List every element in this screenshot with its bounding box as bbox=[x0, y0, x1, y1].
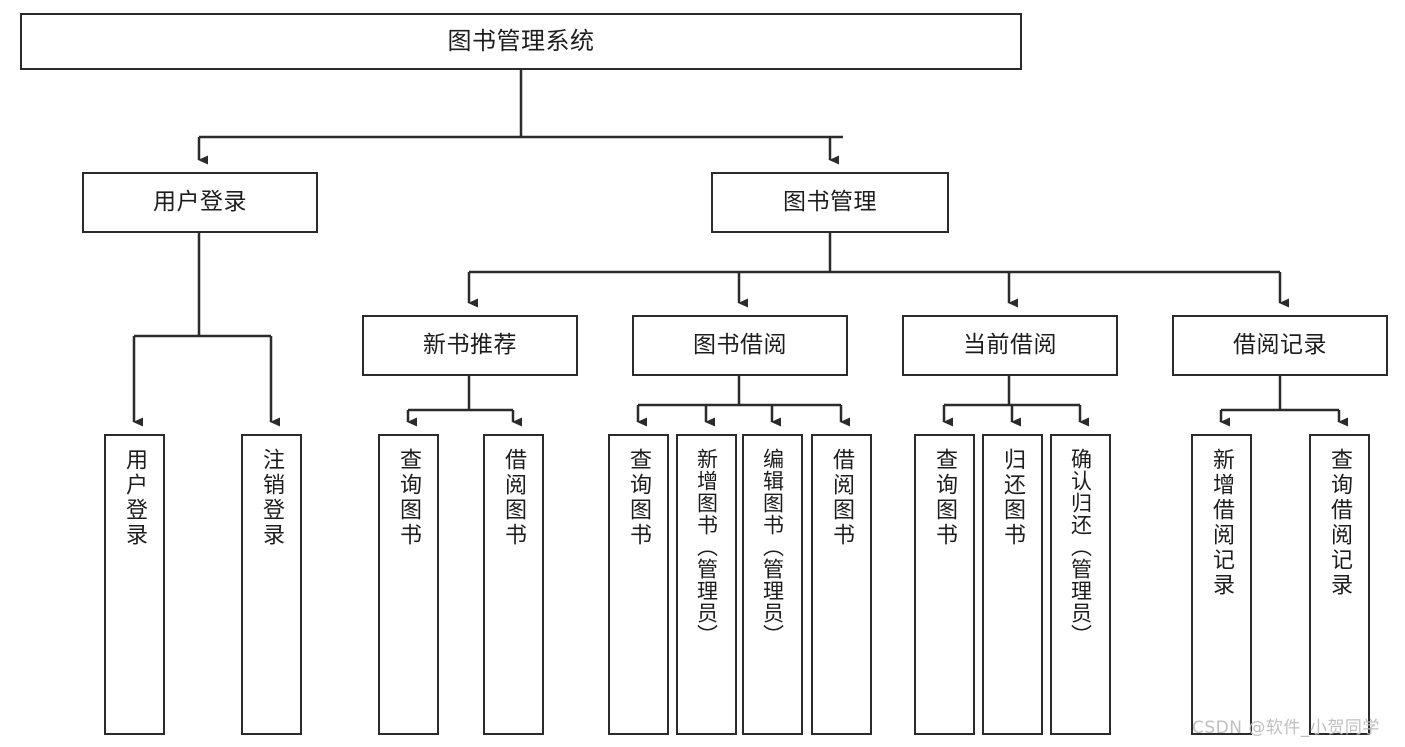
node-new-book-recommend[interactable]: 新书推荐 bbox=[362, 315, 578, 376]
node-book-borrow[interactable]: 图书借阅 bbox=[632, 315, 848, 376]
leaf-new-book-borrow[interactable]: 借阅图书 bbox=[483, 434, 544, 735]
node-label: 用户登录 bbox=[122, 448, 148, 548]
node-label: 借阅图书 bbox=[829, 448, 855, 548]
leaf-book-borrow-borrow[interactable]: 借阅图书 bbox=[811, 434, 872, 735]
node-label: 当前借阅 bbox=[963, 331, 1057, 358]
node-label: 新书推荐 bbox=[423, 331, 517, 358]
leaf-user-login-login[interactable]: 用户登录 bbox=[104, 434, 165, 735]
node-label: 图书借阅 bbox=[693, 331, 787, 358]
leaf-user-login-logout[interactable]: 注销登录 bbox=[241, 434, 302, 735]
node-label: 图书管理系统 bbox=[447, 27, 595, 56]
node-user-login[interactable]: 用户登录 bbox=[82, 172, 318, 233]
node-label: 查询图书 bbox=[396, 448, 422, 548]
node-label: 借阅记录 bbox=[1233, 331, 1327, 358]
node-label: 注销登录 bbox=[259, 448, 285, 548]
leaf-new-book-query[interactable]: 查询图书 bbox=[378, 434, 439, 735]
node-root-book-management-system[interactable]: 图书管理系统 bbox=[20, 13, 1022, 70]
node-label: 查询图书 bbox=[626, 448, 652, 548]
leaf-book-borrow-query[interactable]: 查询图书 bbox=[608, 434, 669, 735]
node-label: 编辑图书（管理员） bbox=[760, 448, 785, 646]
node-label: 借阅图书 bbox=[501, 448, 527, 548]
watermark-text: CSDN @软件_小贺同学 bbox=[1192, 718, 1380, 738]
node-label: 图书管理 bbox=[783, 188, 877, 215]
leaf-current-borrow-confirm-return[interactable]: 确认归还（管理员） bbox=[1050, 434, 1111, 735]
leaf-book-borrow-edit[interactable]: 编辑图书（管理员） bbox=[742, 434, 803, 735]
node-label: 确认归还（管理员） bbox=[1068, 448, 1093, 646]
node-current-borrow[interactable]: 当前借阅 bbox=[902, 315, 1118, 376]
leaf-borrow-record-query[interactable]: 查询借阅记录 bbox=[1309, 434, 1370, 735]
node-borrow-record[interactable]: 借阅记录 bbox=[1172, 315, 1388, 376]
node-label: 新增图书（管理员） bbox=[694, 448, 719, 646]
leaf-book-borrow-add[interactable]: 新增图书（管理员） bbox=[676, 434, 737, 735]
node-book-management[interactable]: 图书管理 bbox=[711, 172, 949, 233]
leaf-borrow-record-add[interactable]: 新增借阅记录 bbox=[1191, 434, 1252, 735]
leaf-current-borrow-return[interactable]: 归还图书 bbox=[982, 434, 1043, 735]
node-label: 归还图书 bbox=[1000, 448, 1026, 548]
leaf-current-borrow-query[interactable]: 查询图书 bbox=[914, 434, 975, 735]
node-label: 用户登录 bbox=[153, 188, 247, 215]
node-label: 新增借阅记录 bbox=[1209, 448, 1235, 598]
node-label: 查询图书 bbox=[932, 448, 958, 548]
node-label: 查询借阅记录 bbox=[1327, 448, 1353, 598]
